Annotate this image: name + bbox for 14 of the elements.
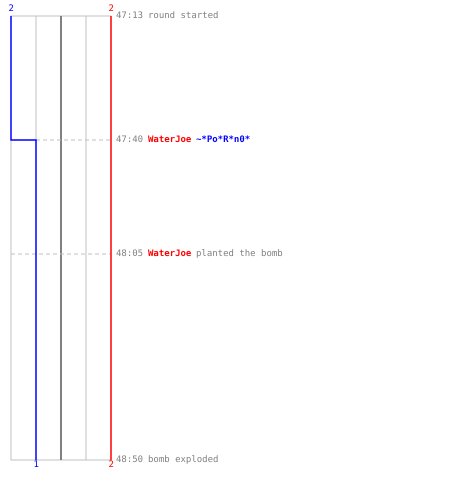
team-count: 2: [8, 4, 14, 14]
player-name: WaterJoe: [148, 135, 192, 145]
event-text: bomb exploded: [148, 455, 218, 465]
team-count: 1: [34, 460, 39, 470]
event-time: 47:40: [116, 135, 144, 145]
event-time: 48:05: [116, 249, 144, 259]
player-name: ~*Po*R*n0*: [196, 135, 250, 145]
event-text: round started: [148, 11, 218, 21]
event-text: planted the bomb: [196, 249, 283, 259]
team-count: 2: [108, 460, 114, 470]
player-name: WaterJoe: [148, 249, 192, 259]
team-count: 2: [108, 4, 114, 14]
event-time: 47:13: [116, 11, 144, 21]
event-time: 48:50: [116, 455, 144, 465]
